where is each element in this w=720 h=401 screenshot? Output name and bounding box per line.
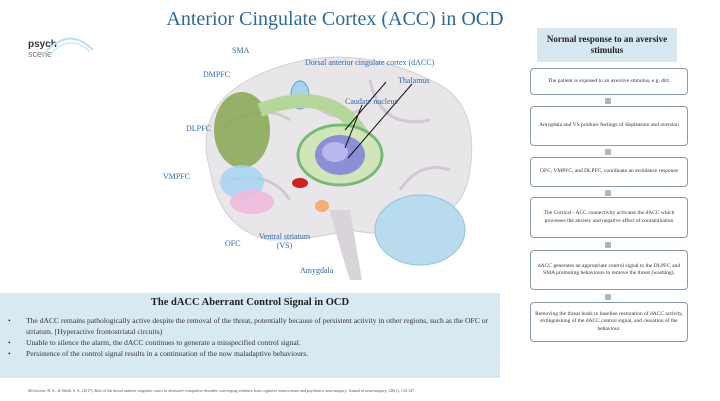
label-caudate: Caudate nucleus — [345, 97, 398, 106]
psychscene-logo: psych scene — [28, 37, 94, 59]
bullet-item: The dACC remains pathologically active d… — [8, 315, 496, 337]
bullet-list: The dACC remains pathologically active d… — [0, 315, 496, 359]
label-vs: Ventral striatum (VS) — [258, 232, 311, 250]
step-6: Removing the threat leads to baseline re… — [530, 302, 688, 342]
logo-swirl-icon — [42, 37, 94, 56]
label-thalamus: Thalamus — [398, 76, 430, 85]
vs-region — [292, 178, 308, 188]
label-dacc: Dorsal anterior cingulate cortex (dACC) — [305, 58, 435, 67]
logo-text-2: scene — [28, 49, 53, 59]
arrow-down-icon — [605, 190, 611, 196]
arrow-down-icon — [605, 149, 611, 155]
step-2: Amygdala and VS produce feelings of disp… — [530, 106, 688, 146]
page-title: Anterior Cingulate Cortex (ACC) in OCD — [166, 8, 504, 30]
bullet-item: Unable to silence the alarm, the dACC co… — [8, 337, 496, 348]
step-1: The patient is exposed to an aversive st… — [530, 68, 688, 95]
amygdala-region — [315, 200, 329, 212]
arrow-down-icon — [605, 98, 611, 104]
label-sma: SMA — [232, 46, 250, 55]
right-panel-header: Normal response to an aversive stimulus — [537, 28, 677, 62]
arrow-down-icon — [605, 294, 611, 300]
step-5: dACC generates an appropriate control si… — [530, 250, 688, 290]
step-3: OFC, VMPFC, and DLPFC, coordinate an avo… — [530, 157, 688, 187]
label-amygdala: Amygdala — [300, 266, 334, 275]
label-ofc: OFC — [225, 239, 241, 248]
bottom-panel: The dACC Aberrant Control Signal in OCD … — [0, 293, 500, 378]
citation: McGovern, R. A., & Sheth, S. A. (2017). … — [28, 388, 416, 393]
brain-illustration — [205, 56, 473, 280]
dlpfc-region — [214, 92, 270, 168]
bullet-item: Persistence of the control signal result… — [8, 348, 496, 359]
arrow-down-icon — [605, 242, 611, 248]
bottom-panel-title: The dACC Aberrant Control Signal in OCD — [150, 297, 350, 308]
ofc-region — [230, 190, 274, 214]
label-dlpfc: DLPFC — [186, 124, 211, 133]
step-4: The Cortical - ACC connectivity activate… — [530, 197, 688, 238]
label-vmpfc: VMPFC — [163, 172, 191, 181]
logo-text-1: psych — [28, 39, 57, 50]
cerebellum — [374, 194, 466, 266]
label-dmpfc: DMPFC — [203, 70, 231, 79]
